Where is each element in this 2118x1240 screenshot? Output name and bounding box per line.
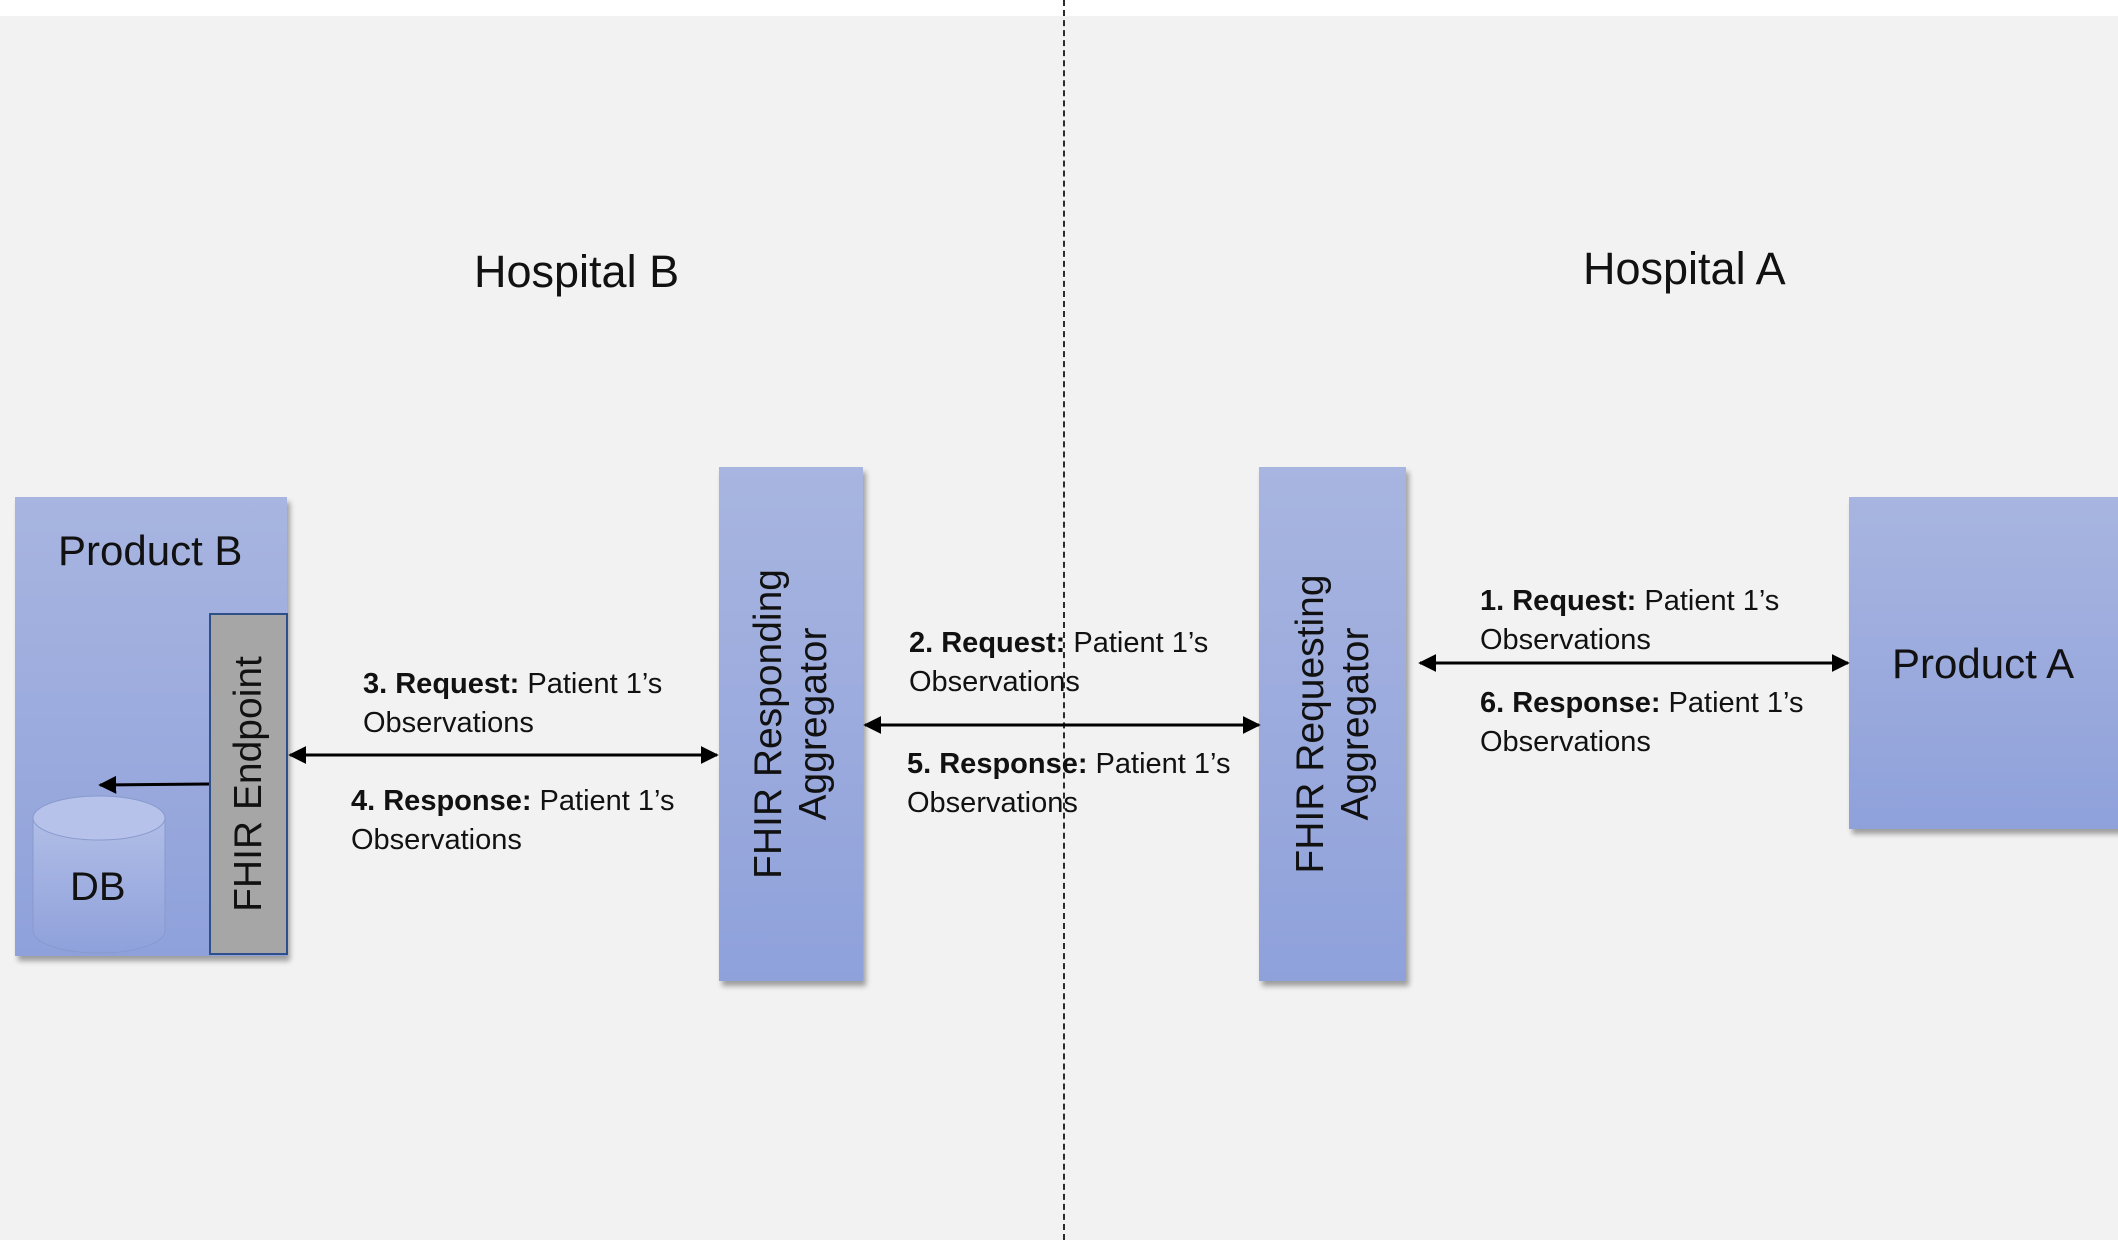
fhir-responding-aggregator-label: FHIR Responding Aggregator <box>746 474 836 974</box>
message-5-step: 5. Response: <box>907 748 1088 780</box>
message-2-line2: Observations <box>909 666 1080 698</box>
message-3-text: Patient 1’s <box>519 668 663 700</box>
fhir-responding-aggregator-box: FHIR Responding Aggregator <box>719 467 863 981</box>
message-6-step: 6. Response: <box>1480 687 1661 719</box>
product-a-title: Product A <box>1892 640 2075 687</box>
hospital-b-label: Hospital B <box>474 246 680 297</box>
slide-background <box>0 16 2118 1240</box>
fhir-endpoint-label: FHIR Endpoint <box>227 656 270 912</box>
message-2-caption: 2. Request: Patient 1’s Observations <box>909 624 1208 702</box>
message-6-text: Patient 1’s <box>1660 687 1804 719</box>
hospital-a-label: Hospital A <box>1583 243 1786 294</box>
message-1-step: 1. Request: <box>1480 585 1637 617</box>
message-3-step: 3. Request: <box>363 668 520 700</box>
fhir-endpoint-box: FHIR Endpoint <box>209 613 288 955</box>
message-3-caption: 3. Request: Patient 1’s Observations <box>363 665 662 743</box>
fhir-requesting-aggregator-box: FHIR Requesting Aggregator <box>1259 467 1406 981</box>
message-4-step: 4. Response: <box>351 785 532 817</box>
product-a-box <box>1849 497 2118 829</box>
message-2-step: 2. Request: <box>909 627 1066 659</box>
message-1-line2: Observations <box>1480 624 1651 656</box>
fhir-responding-aggregator-line1: FHIR Responding <box>747 569 790 879</box>
message-5-caption: 5. Response: Patient 1’s Observations <box>907 745 1230 823</box>
message-4-text: Patient 1’s <box>531 785 675 817</box>
fhir-requesting-aggregator-label: FHIR Requesting Aggregator <box>1288 474 1378 974</box>
message-3-line2: Observations <box>363 707 534 739</box>
message-2-text: Patient 1’s <box>1065 627 1209 659</box>
hospital-divider-line <box>1063 0 1065 1240</box>
message-4-caption: 4. Response: Patient 1’s Observations <box>351 782 674 860</box>
db-label: DB <box>70 865 126 909</box>
message-4-line2: Observations <box>351 824 522 856</box>
message-6-line2: Observations <box>1480 726 1651 758</box>
fhir-responding-aggregator-line2: Aggregator <box>792 627 835 821</box>
message-5-line2: Observations <box>907 787 1078 819</box>
fhir-requesting-aggregator-line1: FHIR Requesting <box>1289 574 1332 874</box>
message-1-text: Patient 1’s <box>1636 585 1780 617</box>
product-b-title: Product B <box>58 527 243 574</box>
message-5-text: Patient 1’s <box>1087 748 1231 780</box>
message-6-caption: 6. Response: Patient 1’s Observations <box>1480 684 1803 762</box>
message-1-caption: 1. Request: Patient 1’s Observations <box>1480 582 1779 660</box>
fhir-requesting-aggregator-line2: Aggregator <box>1334 627 1377 821</box>
